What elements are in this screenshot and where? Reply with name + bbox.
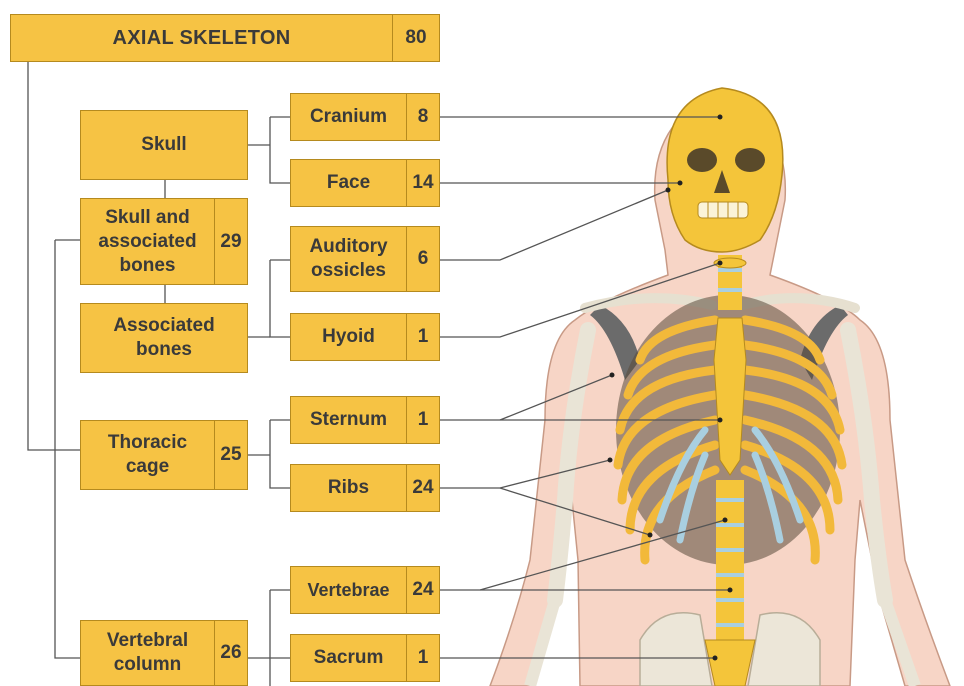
cranium-count: 8 — [406, 94, 439, 140]
auditory-ossicles-box: Auditory ossicles 6 — [290, 226, 440, 292]
ribs-box: Ribs 24 — [290, 464, 440, 512]
auditory-ossicles-count: 6 — [406, 227, 439, 291]
axial-skeleton-box: AXIAL SKELETON 80 — [10, 14, 440, 62]
sacrum-box: Sacrum 1 — [290, 634, 440, 682]
vertebral-column-count: 26 — [214, 621, 247, 685]
sacrum-count: 1 — [406, 635, 439, 681]
associated-bones-label: Associated bones — [81, 304, 247, 372]
axial-skeleton-label: AXIAL SKELETON — [11, 15, 392, 61]
skull-and-associated-bones-label: Skull and associated bones — [81, 199, 214, 284]
thoracic-cage-box: Thoracic cage 25 — [80, 420, 248, 490]
vertebral-column-box: Vertebral column 26 — [80, 620, 248, 686]
hyoid-count: 1 — [406, 314, 439, 360]
skull-and-associated-bones-box: Skull and associated bones 29 — [80, 198, 248, 285]
skull-and-associated-bones-count: 29 — [214, 199, 247, 284]
face-count: 14 — [406, 160, 439, 206]
face-box: Face 14 — [290, 159, 440, 207]
vertebrae-box: Vertebrae 24 — [290, 566, 440, 614]
vertebrae-label: Vertebrae — [291, 567, 406, 613]
cranium-box: Cranium 8 — [290, 93, 440, 141]
vertebrae-count: 24 — [406, 567, 439, 613]
thoracic-cage-label: Thoracic cage — [81, 421, 214, 489]
hyoid-box: Hyoid 1 — [290, 313, 440, 361]
skull-label: Skull — [81, 111, 247, 179]
sacrum-label: Sacrum — [291, 635, 406, 681]
sternum-count: 1 — [406, 397, 439, 443]
cranium-label: Cranium — [291, 94, 406, 140]
ribs-label: Ribs — [291, 465, 406, 511]
auditory-ossicles-label: Auditory ossicles — [291, 227, 406, 291]
skull-box: Skull — [80, 110, 248, 180]
sternum-label: Sternum — [291, 397, 406, 443]
thoracic-cage-count: 25 — [214, 421, 247, 489]
axial-skeleton-count: 80 — [392, 15, 439, 61]
ribs-count: 24 — [406, 465, 439, 511]
hyoid-label: Hyoid — [291, 314, 406, 360]
vertebral-column-label: Vertebral column — [81, 621, 214, 685]
face-label: Face — [291, 160, 406, 206]
associated-bones-box: Associated bones — [80, 303, 248, 373]
sternum-box: Sternum 1 — [290, 396, 440, 444]
